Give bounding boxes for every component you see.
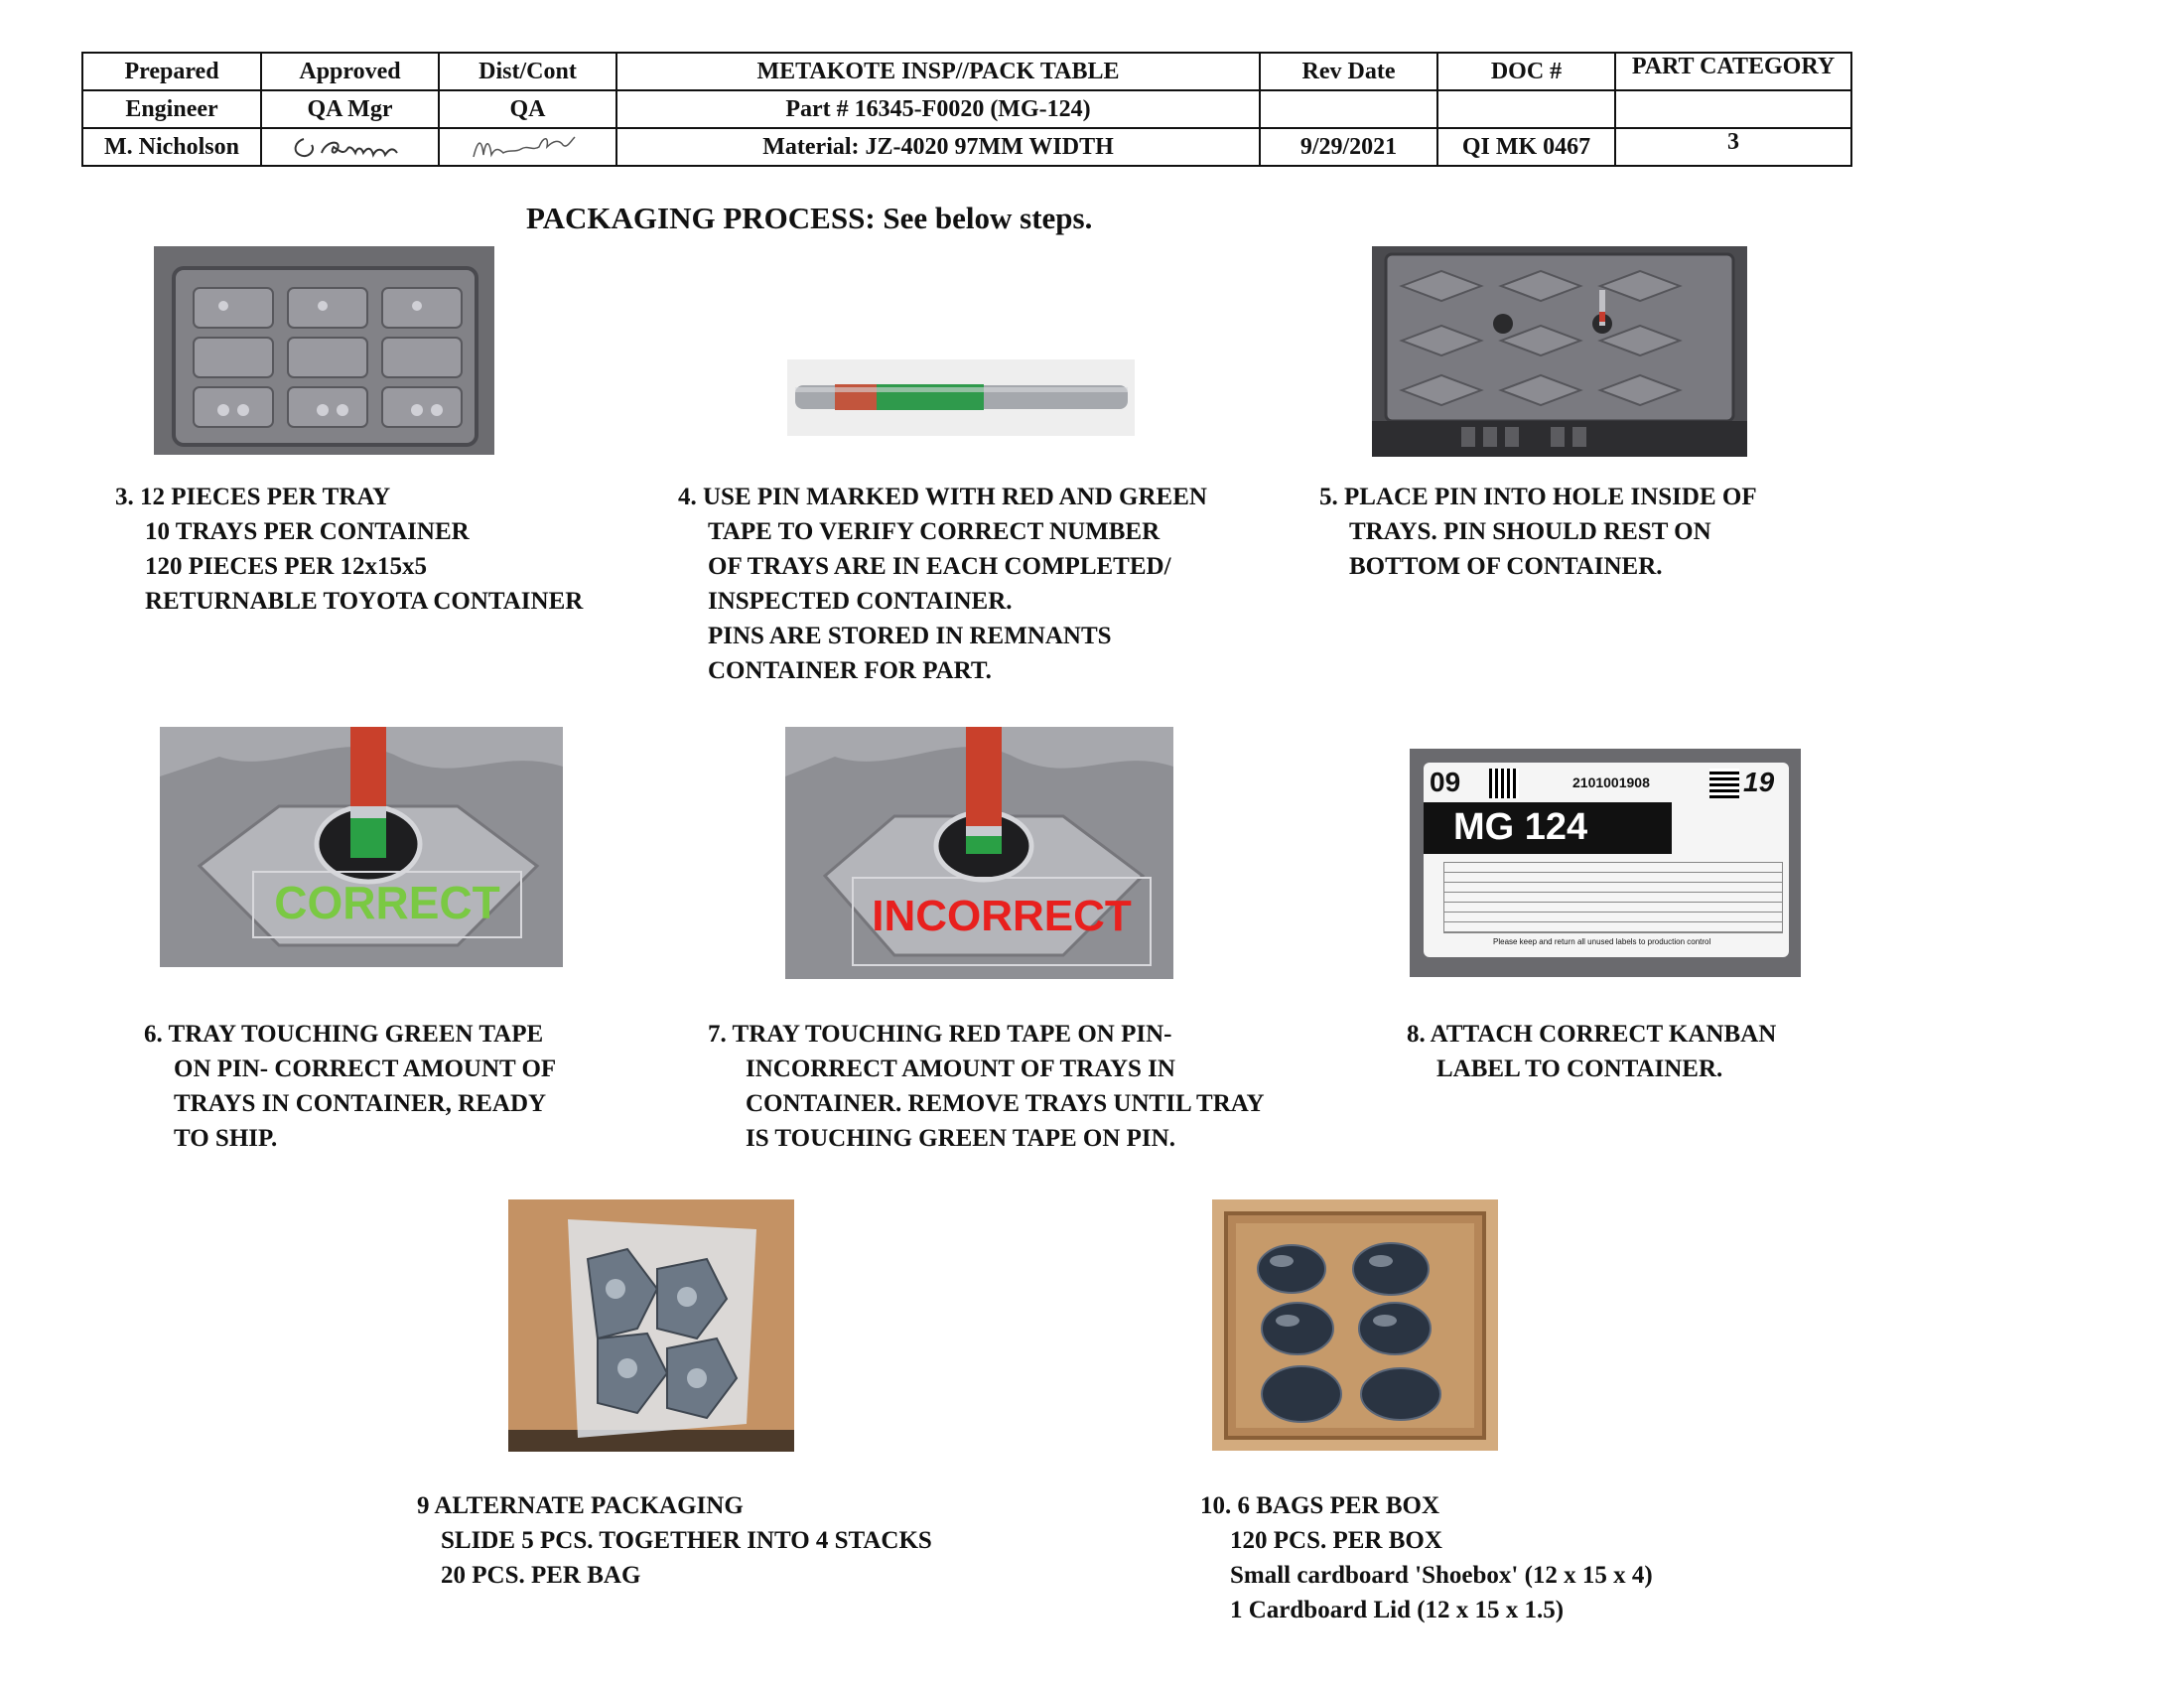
kanban-left-number: 09 [1430,767,1461,797]
kanban-footer: Please keep and return all unused labels… [1493,937,1711,946]
incorrect-pin-photo: INCORRECT [785,727,1173,979]
step-line: IS TOUCHING GREEN TAPE ON PIN. [746,1125,1175,1152]
qr-code-icon [1489,769,1519,798]
step-8-text: 8. ATTACH CORRECT KANBAN LABEL TO CONTAI… [1407,1017,1776,1086]
role-engineer: Engineer [81,89,262,129]
part-category-value: 3 [1614,127,1852,167]
step-line: INSPECTED CONTAINER. [708,588,1013,615]
step-4-text: 4. USE PIN MARKED WITH RED AND GREEN TAP… [678,480,1207,688]
step-line: LABEL TO CONTAINER. [1436,1055,1723,1082]
header-doc-number: DOC # [1436,52,1616,91]
header-rev-date: Rev Date [1259,52,1438,91]
step-line: CONTAINER FOR PART. [708,657,992,684]
approver-signature [260,127,440,167]
tray-with-pin-photo [1372,246,1747,457]
header-table: Prepared Approved Dist/Cont METAKOTE INS… [81,52,1852,167]
boxed-bags-photo [1212,1199,1498,1451]
step-line: TRAYS IN CONTAINER, READY [174,1090,547,1117]
step-line: 6. TRAY TOUCHING GREEN TAPE [144,1021,544,1048]
step-line: 4. USE PIN MARKED WITH RED AND GREEN [678,484,1207,510]
step-line: 9 ALTERNATE PACKAGING [417,1492,744,1519]
bagged-parts-photo [508,1199,794,1452]
step-7-text: 7. TRAY TOUCHING RED TAPE ON PIN- INCORR… [708,1017,1265,1156]
step-line: 5. PLACE PIN INTO HOLE INSIDE OF [1319,484,1757,510]
step-3-text: 3. 12 PIECES PER TRAY 10 TRAYS PER CONTA… [115,480,583,619]
header-row-2: Engineer QA Mgr QA Part # 16345-F0020 (M… [81,89,1852,129]
kanban-part-code: MG 124 [1453,806,1588,848]
step-line: TRAYS. PIN SHOULD REST ON [1349,518,1711,545]
step-line: 8. ATTACH CORRECT KANBAN [1407,1021,1777,1048]
rev-date-value: 9/29/2021 [1259,127,1438,167]
step-line: 7. TRAY TOUCHING RED TAPE ON PIN- [708,1021,1172,1048]
step-line: Small cardboard 'Shoebox' (12 x 15 x 4) [1230,1562,1653,1589]
header-prepared: Prepared [81,52,262,91]
header-row-1: Prepared Approved Dist/Cont METAKOTE INS… [81,52,1852,91]
step-line: TO SHIP. [174,1125,278,1152]
qr-code-icon [1709,769,1739,798]
step-line: SLIDE 5 PCS. TOGETHER INTO 4 STACKS [441,1527,932,1554]
correct-pin-photo: CORRECT [160,727,563,967]
correct-label: CORRECT [274,877,500,928]
doc-number-value: QI MK 0467 [1436,127,1616,167]
prepared-by-name: M. Nicholson [81,127,262,167]
kanban-right-number: 19 [1743,767,1775,797]
empty-cell [1259,89,1438,129]
step-5-text: 5. PLACE PIN INTO HOLE INSIDE OF TRAYS. … [1319,480,1757,584]
step-line: 3. 12 PIECES PER TRAY [115,484,391,510]
header-part-category: PART CATEGORY [1614,52,1852,91]
material-spec: Material: JZ-4020 97MM WIDTH [615,127,1261,167]
incorrect-label: INCORRECT [872,892,1132,940]
header-doc-title: METAKOTE INSP//PACK TABLE [615,52,1261,91]
step-10-text: 10. 6 BAGS PER BOX 120 PCS. PER BOX Smal… [1200,1488,1653,1627]
empty-cell [1436,89,1616,129]
header-row-3: M. Nicholson Material: JZ-4020 97MM WIDT… [81,127,1852,167]
kanban-id: 2101001908 [1572,774,1650,790]
header-dist-cont: Dist/Cont [438,52,617,91]
step-line: OF TRAYS ARE IN EACH COMPLETED/ [708,553,1171,580]
step-line: 1 Cardboard Lid (12 x 15 x 1.5) [1230,1597,1565,1623]
empty-cell [1614,89,1852,129]
step-line: PINS ARE STORED IN REMNANTS [708,623,1112,649]
step-line: 120 PCS. PER BOX [1230,1527,1442,1554]
step-line: BOTTOM OF CONTAINER. [1349,553,1663,580]
step-line: ON PIN- CORRECT AMOUNT OF [174,1055,557,1082]
role-qa: QA [438,89,617,129]
step-line: INCORRECT AMOUNT OF TRAYS IN [746,1055,1175,1082]
part-number: Part # 16345-F0020 (MG-124) [615,89,1261,129]
kanban-label-photo: 09 2101001908 19 MG 124 Please keep and … [1410,749,1801,977]
step-line: TAPE TO VERIFY CORRECT NUMBER [708,518,1160,545]
step-9-text: 9 ALTERNATE PACKAGING SLIDE 5 PCS. TOGET… [417,1488,932,1593]
kanban-grid [1443,862,1783,933]
step-line: 10 TRAYS PER CONTAINER [145,518,470,545]
step-line: 120 PIECES PER 12x15x5 [145,553,428,580]
step-line: RETURNABLE TOYOTA CONTAINER [145,588,584,615]
page-title: PACKAGING PROCESS: See below steps. [526,201,1093,235]
header-approved: Approved [260,52,440,91]
tray-photo [154,246,494,455]
role-qa-mgr: QA Mgr [260,89,440,129]
step-6-text: 6. TRAY TOUCHING GREEN TAPE ON PIN- CORR… [144,1017,556,1156]
step-line: CONTAINER. REMOVE TRAYS UNTIL TRAY [746,1090,1265,1117]
pin-photo [787,359,1135,436]
step-line: 20 PCS. PER BAG [441,1562,641,1589]
step-line: 10. 6 BAGS PER BOX [1200,1492,1440,1519]
dist-signature [438,127,617,167]
